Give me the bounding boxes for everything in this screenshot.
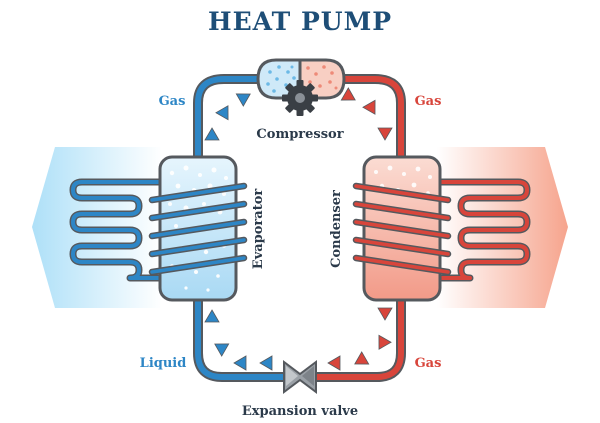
gear-icon	[282, 80, 318, 116]
state-label-top-left: Gas	[159, 94, 186, 109]
evaporator-internal-coil	[148, 182, 248, 276]
flow-arrow	[204, 127, 220, 141]
flow-arrow	[327, 355, 341, 371]
condenser-tank	[352, 155, 452, 302]
flow-arrow	[204, 309, 220, 323]
flow-arrow	[377, 307, 393, 321]
flow-arrow	[362, 99, 376, 115]
expansion-valve-label: Expansion valve	[242, 404, 358, 419]
flow-arrow	[235, 93, 251, 107]
compressor	[256, 58, 346, 116]
state-label-bottom-left: Liquid	[140, 356, 187, 371]
condenser-external-coil	[436, 178, 531, 282]
flow-arrow	[378, 334, 392, 350]
flow-arrow	[377, 127, 393, 141]
flow-arrow	[214, 343, 230, 357]
state-label-top-right: Gas	[415, 94, 442, 109]
refrigerant-loop	[193, 74, 406, 382]
condenser-internal-coil	[352, 182, 452, 276]
diagram-title: HEAT PUMP	[208, 7, 392, 36]
flow-arrow	[215, 105, 229, 121]
flow-arrow	[340, 87, 356, 101]
expansion-valve	[283, 360, 317, 394]
pipe-evaporator-to-compressor	[193, 74, 267, 170]
evaporator-external-coil	[69, 178, 164, 282]
flow-arrows	[204, 87, 393, 371]
condenser-label: Condenser	[329, 190, 344, 268]
evaporator-tank	[148, 155, 248, 302]
flow-arrow	[233, 355, 247, 371]
flow-arrow	[259, 355, 273, 371]
compressor-label: Compressor	[256, 127, 343, 142]
flow-arrow	[354, 351, 370, 365]
evaporator-label: Evaporator	[251, 189, 266, 270]
state-label-bottom-right: Gas	[415, 356, 442, 371]
